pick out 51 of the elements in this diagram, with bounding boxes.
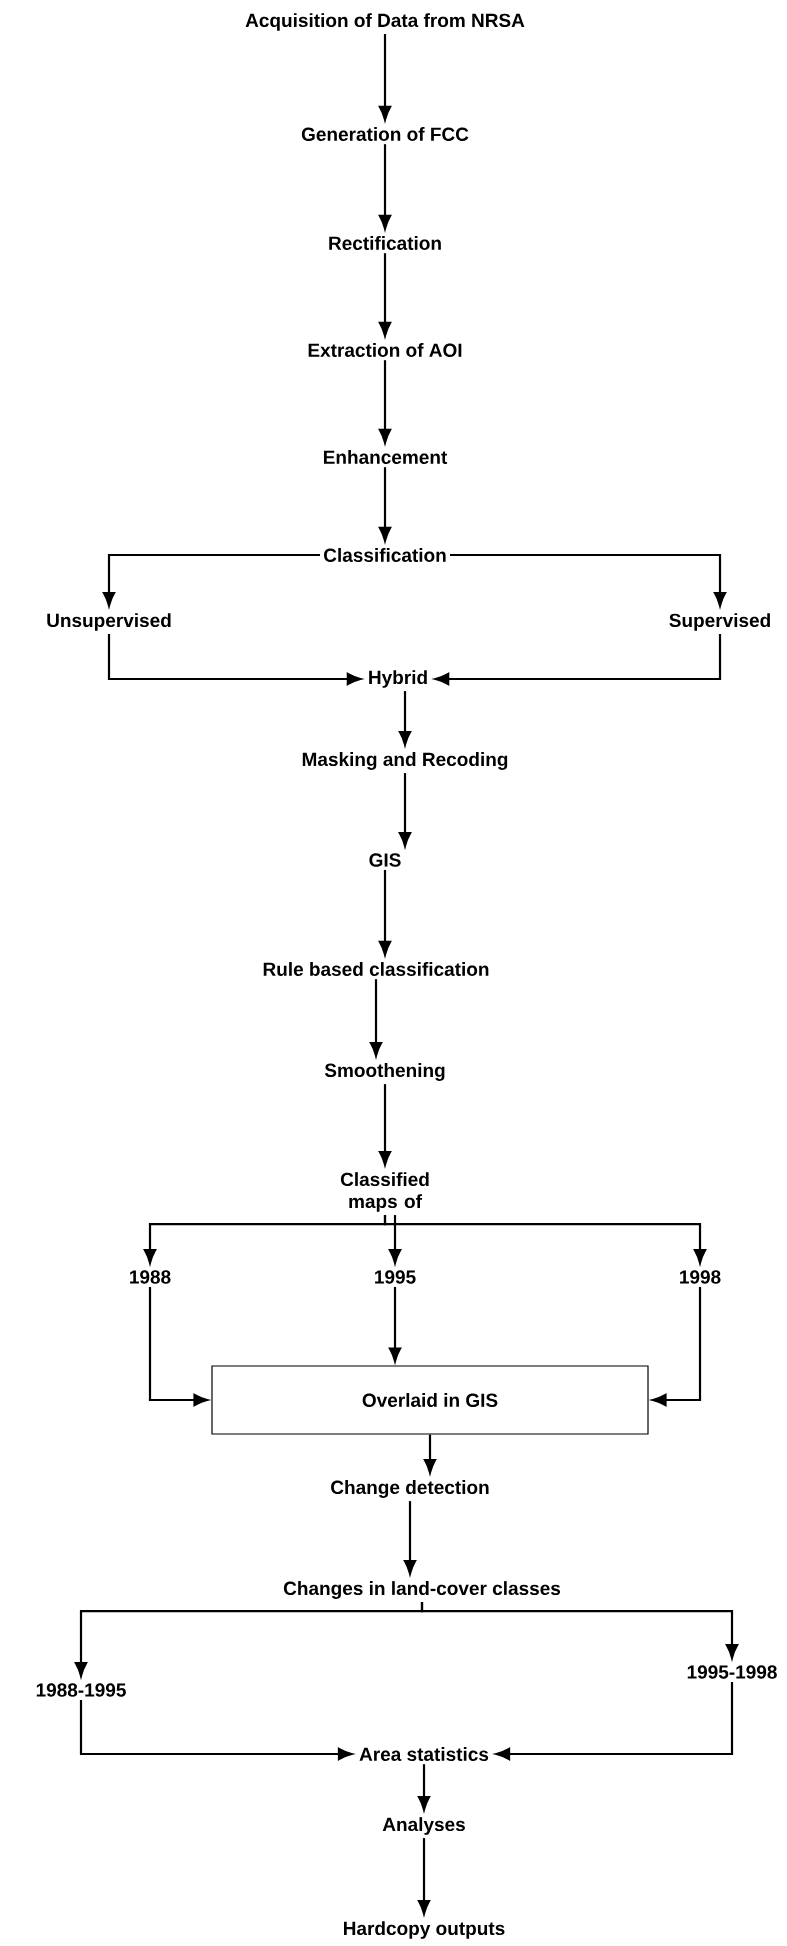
arrow	[107, 634, 362, 686]
arrow	[378, 34, 392, 121]
arrow	[378, 253, 392, 337]
arrow	[398, 691, 412, 746]
step-label: Generation of FCC	[301, 127, 469, 141]
arrow	[378, 1084, 392, 1166]
arrow	[378, 360, 392, 444]
process-box: Overlaid in GIS	[211, 1365, 649, 1435]
arrow	[148, 1286, 209, 1407]
arrow	[378, 144, 392, 230]
arrow	[378, 869, 392, 956]
step-label: Enhancement	[324, 450, 448, 464]
step-label: 1995-1998	[687, 1665, 777, 1679]
step-label: Area statistics	[359, 1747, 489, 1761]
arrow	[417, 1838, 431, 1915]
arrow	[449, 553, 727, 607]
arrow	[651, 1286, 702, 1407]
step-label: Supervised	[669, 613, 770, 631]
step-label: 1988-1995	[36, 1683, 126, 1697]
step-label: Classification	[324, 548, 446, 562]
step-label: Change detection	[331, 1480, 489, 1498]
step-label: 1988	[130, 1270, 171, 1284]
step-label: 1998	[680, 1270, 721, 1284]
step-label: GIS	[369, 853, 401, 867]
step-label: Unsupervised	[47, 613, 171, 631]
step-label: Hardcopy outputs	[344, 1921, 505, 1939]
arrow	[403, 1501, 417, 1575]
arrow	[434, 634, 722, 686]
arrow	[79, 1699, 353, 1761]
arrow	[417, 1764, 431, 1811]
step-label: Hybrid	[369, 670, 427, 688]
arrow	[388, 1286, 402, 1363]
arrow	[495, 1681, 734, 1761]
arrow	[383, 1215, 707, 1264]
arrow	[423, 1434, 437, 1474]
arrow	[388, 1215, 402, 1264]
step-label: Rectification	[329, 236, 441, 250]
arrow	[378, 467, 392, 542]
step-label: Analyses	[382, 1817, 465, 1835]
arrow	[398, 773, 412, 847]
step-label: 1995	[375, 1270, 416, 1284]
arrow	[369, 979, 383, 1057]
step-label: Acquisition of Data from NRSA	[245, 13, 525, 31]
arrow	[102, 553, 321, 607]
step-label: Changes in land-cover classes	[283, 1581, 561, 1599]
step-label: Masking and Recoding	[302, 752, 508, 770]
arrow	[420, 1602, 739, 1659]
step-label: Extraction of AOI	[308, 343, 462, 357]
step-label: Smoothening	[324, 1063, 445, 1081]
step-label: Classified maps of	[340, 1172, 429, 1212]
step-label: Rule based classification	[263, 962, 489, 976]
